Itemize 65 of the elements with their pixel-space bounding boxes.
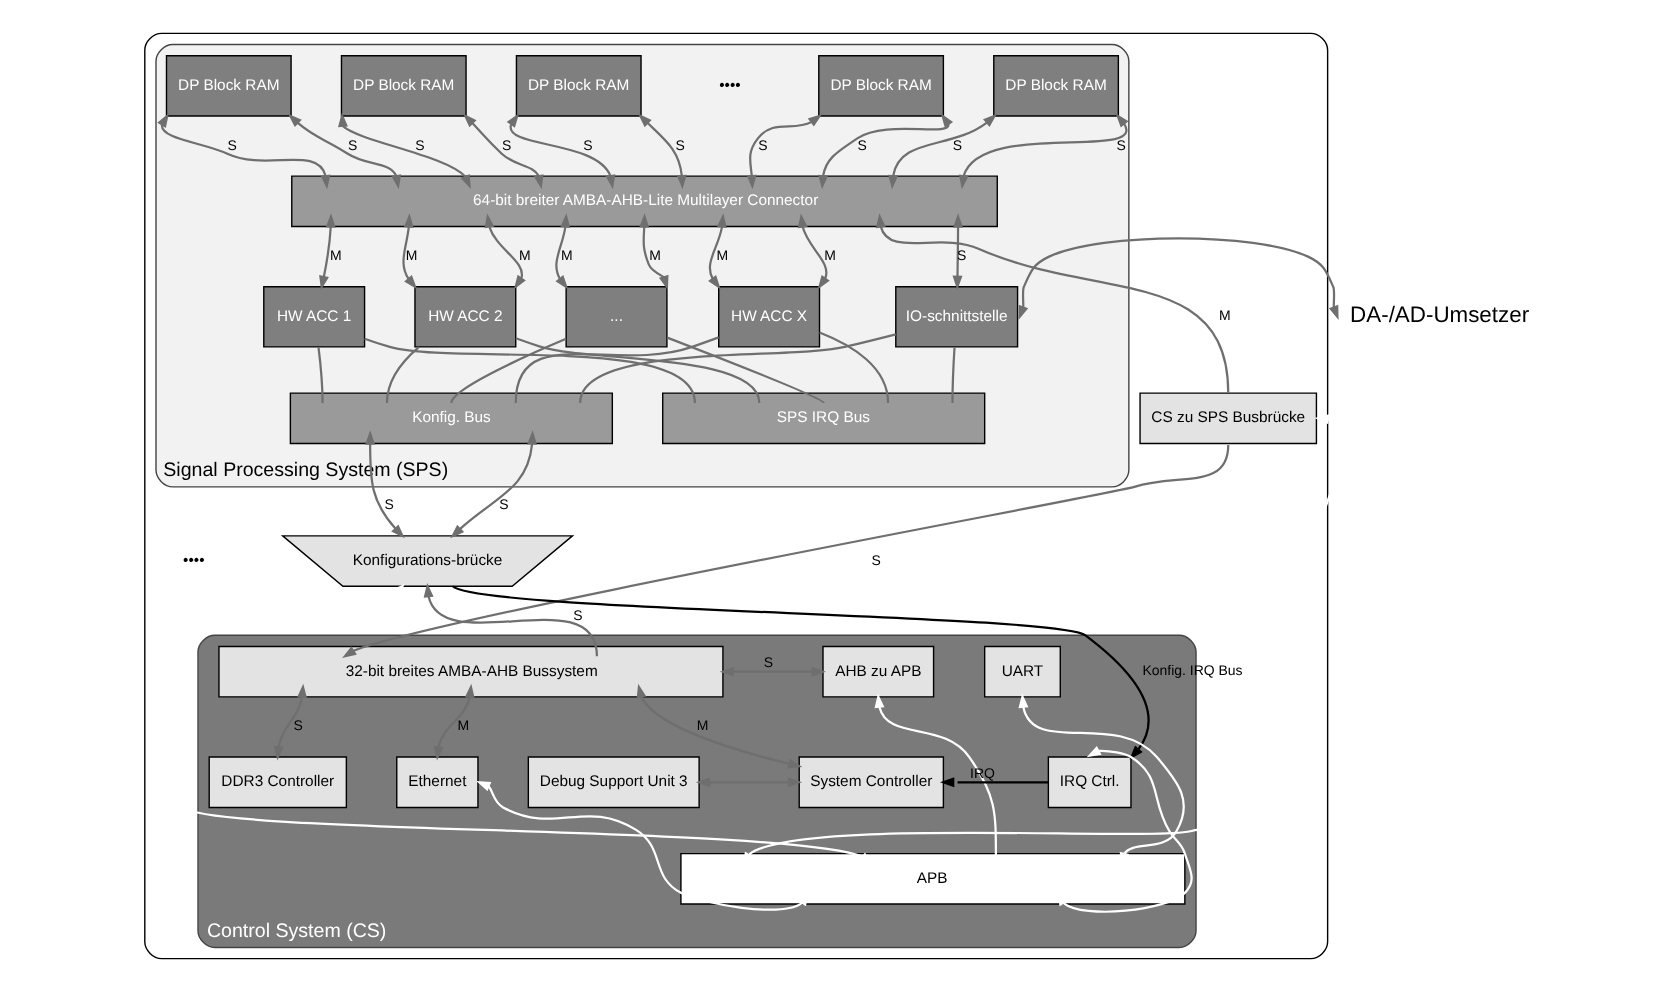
node-box: Ethernet: [395, 756, 478, 809]
arrow: [156, 113, 330, 190]
arrow: [1017, 237, 1338, 320]
arrow: [554, 213, 570, 290]
arrow: [422, 582, 598, 657]
connector: [818, 331, 889, 403]
arrow: [341, 444, 1229, 659]
node-box: DP Block RAM: [339, 55, 466, 117]
node-box: IRQ Ctrl.: [1046, 756, 1131, 809]
arrow: [462, 113, 543, 190]
arrow: [364, 430, 404, 539]
arrow: [707, 213, 726, 290]
arrow: [505, 113, 615, 190]
node-box: IO-schnittstelle: [894, 286, 1018, 348]
arrow: [951, 213, 963, 290]
arrow: [939, 777, 1048, 788]
arrow: [336, 112, 470, 190]
node-box: DP Block RAM: [817, 55, 944, 117]
connector: [950, 347, 955, 403]
connector: [514, 337, 760, 404]
arrow: [638, 213, 668, 290]
arrow: [451, 585, 1149, 760]
arrow: [483, 213, 525, 290]
arrow: [1056, 746, 1192, 913]
node-box: DP Block RAM: [514, 55, 641, 117]
arrow: [887, 113, 997, 190]
arrow: [694, 777, 802, 788]
arrow: [286, 113, 401, 190]
connector: [513, 336, 719, 404]
node-box: HW ACC 1: [262, 286, 365, 348]
node-text: DA-/AD-Umsetzer: [1349, 304, 1529, 329]
connector: [384, 346, 419, 403]
arrow: [718, 666, 825, 677]
arrow: [636, 113, 686, 190]
connector: [363, 337, 695, 404]
arrow: [796, 213, 829, 290]
node-box: SPS IRQ Bus: [661, 392, 985, 445]
node-box: HW ACC X: [717, 286, 820, 348]
arrow: [449, 430, 537, 539]
arrow: [475, 780, 808, 911]
node-box: Debug Support Unit 3: [526, 756, 699, 809]
node-box: CS zu SPS Busbrücke: [1138, 392, 1317, 445]
label: ••••: [182, 551, 204, 570]
arrow: [635, 683, 802, 769]
arrow: [874, 213, 1229, 394]
connector: [449, 337, 566, 404]
node-box: DP Block RAM: [992, 55, 1119, 117]
arrow: [272, 683, 307, 761]
arrow: [817, 113, 953, 190]
arrow: [745, 113, 822, 190]
node-box: System Controller: [797, 756, 944, 809]
connector: [578, 333, 896, 404]
node-box: AHB zu APB: [821, 645, 934, 698]
node-box: HW ACC 2: [413, 286, 516, 348]
arrow: [401, 213, 417, 290]
arrow: [432, 683, 474, 761]
node-box: UART: [982, 645, 1060, 698]
node-box: DP Block RAM: [164, 55, 291, 117]
connector: [316, 347, 323, 403]
node-box: DDR3 Controller: [207, 756, 347, 809]
label: ••••: [718, 75, 740, 94]
connector: [665, 336, 824, 404]
arrow: [957, 113, 1128, 190]
arrow: [318, 213, 335, 291]
node-box: ...: [564, 286, 667, 348]
